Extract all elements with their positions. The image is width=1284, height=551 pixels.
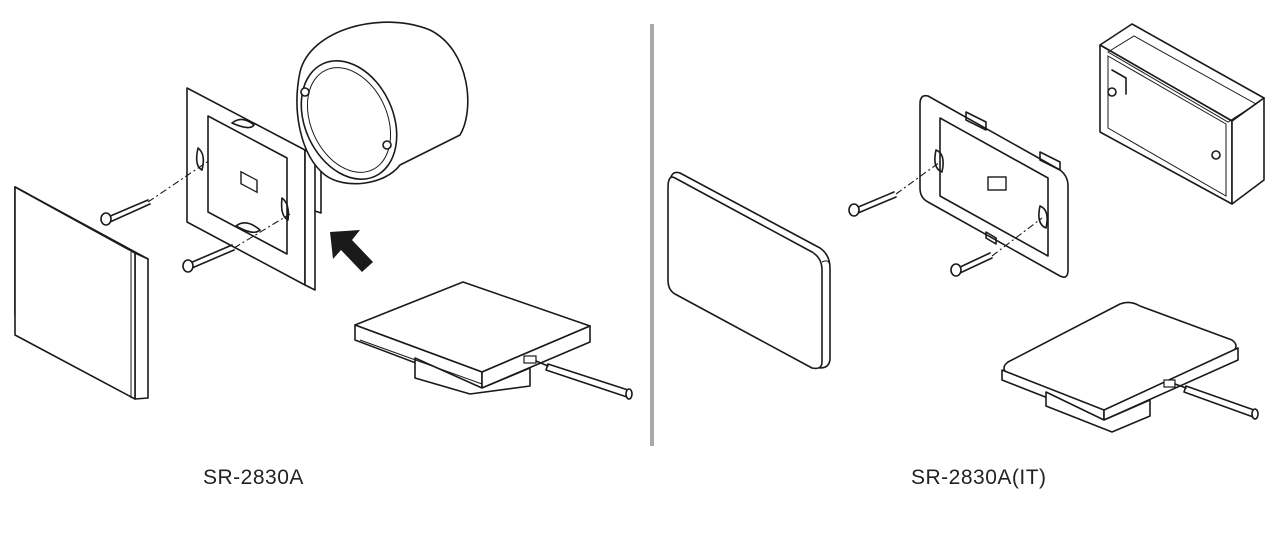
screw-icon xyxy=(182,244,235,273)
rect-wall-box xyxy=(1099,23,1265,205)
mounting-frame-rect xyxy=(919,94,1069,278)
left-panel xyxy=(14,21,633,400)
screw-icon xyxy=(100,199,151,226)
model-caption-right: SR-2830A(IT) xyxy=(911,466,1047,489)
cover-plate-square xyxy=(14,186,149,400)
model-caption-left: SR-2830A xyxy=(203,466,304,489)
cover-plate-rect xyxy=(667,171,831,370)
screwdriver-icon xyxy=(535,360,633,400)
right-panel xyxy=(667,23,1265,433)
panel-divider xyxy=(650,24,654,446)
screwdriver-icon xyxy=(1174,383,1259,420)
switch-module-square xyxy=(354,281,591,395)
arrow-icon xyxy=(330,230,373,272)
switch-module-rect xyxy=(1001,301,1239,433)
screw-icon xyxy=(848,191,897,217)
screw-icon xyxy=(950,252,993,277)
round-wall-box xyxy=(296,21,469,185)
